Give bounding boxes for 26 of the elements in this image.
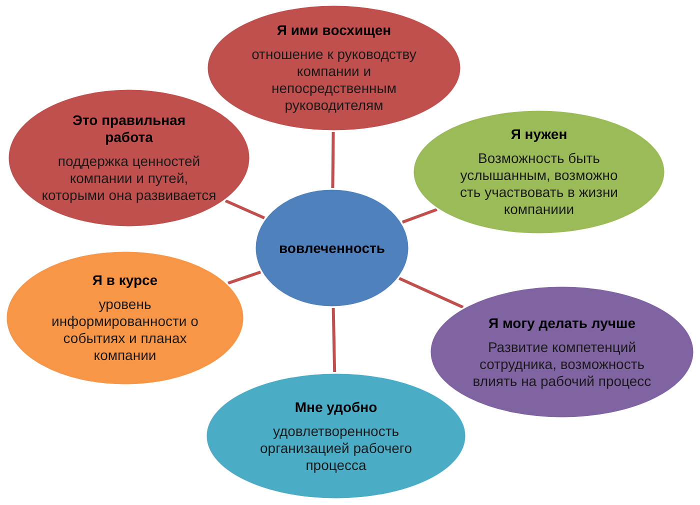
node-description: Развитие компетенций сотрудника, возможность влиять на рабочий процесс xyxy=(472,338,652,390)
ellipse-node xyxy=(254,188,410,308)
connector-line xyxy=(228,270,262,285)
connector-line xyxy=(398,277,464,309)
connector-line xyxy=(224,199,265,220)
connector-line xyxy=(332,308,336,372)
node-heading: Я могу делать лучше xyxy=(488,314,636,332)
connector-line xyxy=(331,132,335,188)
ellipse-node xyxy=(7,88,251,228)
node-description: уровень информированности о событиях и планах компании xyxy=(50,296,200,364)
ellipse-node xyxy=(205,372,467,500)
node-description: отношение к руководству компании и непосредственным руководителям xyxy=(250,46,418,114)
ellipse-node xyxy=(5,250,245,386)
connector-line xyxy=(402,208,438,224)
node-heading: Я в курсе xyxy=(92,272,158,289)
node-label: вовлеченность xyxy=(279,240,385,256)
ellipse-node xyxy=(206,4,462,132)
node-description: удовлетворенность организацией рабочего процесса xyxy=(259,422,413,474)
ellipse-node xyxy=(412,109,666,235)
node-heading: Я ими восхищен xyxy=(276,22,392,39)
node-description: Возможность быть услышанным, возможно сть участвовать в жизни компаниии xyxy=(459,150,619,218)
node-heading: Мне удобно xyxy=(294,398,378,416)
node-description: поддержка ценностей компании и путей, которыми она развивается xyxy=(40,153,218,204)
node-heading: Это правильная работа xyxy=(72,112,186,146)
node-heading: Я нужен xyxy=(510,126,568,143)
ellipse-node xyxy=(429,285,695,419)
